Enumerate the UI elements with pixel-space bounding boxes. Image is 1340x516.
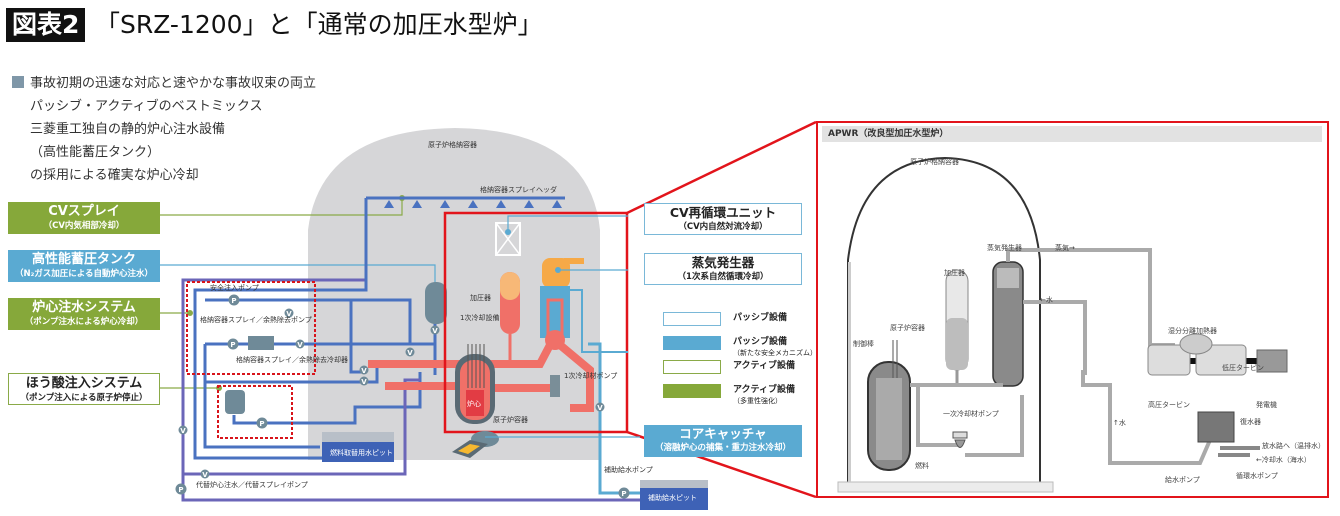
apwr-steam-label: 蒸気→ [1055, 243, 1075, 252]
summary-line: 事故初期の迅速な対応と速やかな事故収束の両立 [30, 76, 317, 91]
connector-cv-spray [160, 198, 403, 216]
primary-cooling-label: 1次冷却設備 [460, 313, 499, 322]
valve-icon [178, 425, 188, 435]
apwr-vessel-label: 原子炉容器 [890, 323, 925, 332]
summary-line: の採用による確実な炉心冷却 [30, 168, 199, 183]
svg-text:V: V [180, 427, 186, 435]
apwr-control-rod-label: 制御棒 [853, 339, 874, 348]
apwr-lp-turbine-label: 低圧タービン [1222, 363, 1264, 372]
valve-icon [359, 365, 369, 375]
pump-icon [256, 417, 268, 429]
safety-injection-pump-label: 安全注入ポンプ [210, 283, 259, 292]
pump-icon [618, 487, 630, 499]
apwr-labels: 原子炉格納容器 蒸気発生器 蒸気→ ←水 加圧器 原子炉容器 制御棒 一次冷却材… [853, 157, 1325, 484]
apwr-pressurizer-label: 加圧器 [944, 268, 965, 277]
pump-icon [175, 483, 187, 495]
containment-shape [308, 128, 600, 460]
apwr-generator-label: 発電機 [1256, 400, 1277, 409]
aux-feed-pump-label: 補助給水ポンプ [604, 465, 653, 474]
svg-text:V: V [407, 349, 413, 357]
summary-text: 事故初期の迅速な対応と速やかな事故収束の両立 パッシブ・アクティブのベストミック… [12, 72, 316, 187]
summary-line: （高性能蓄圧タンク） [30, 145, 161, 160]
apwr-containment-label: 原子炉格納容器 [910, 157, 959, 166]
connector-accumulator [160, 264, 436, 290]
apwr-sg-label: 蒸気発生器 [987, 243, 1022, 252]
primary-pump-label: 1次冷却材ポンプ [564, 371, 617, 380]
pressurizer-label: 加圧器 [470, 293, 491, 302]
callout-core-catcher: コアキャッチャ （溶融炉心の捕集・重力注水冷却） [644, 425, 802, 457]
svg-text:V: V [597, 404, 603, 412]
apwr-water-label: ←水 [1040, 295, 1053, 304]
spray-nozzles [384, 200, 562, 208]
valve-icon [284, 308, 294, 318]
apwr-water-up-label: ↑水 [1113, 418, 1126, 427]
svg-text:V: V [202, 471, 208, 479]
svg-text:V: V [297, 341, 303, 349]
accumulator-tank [425, 282, 447, 324]
apwr-header: APWR（改良型加圧水型炉） [822, 126, 1322, 142]
svg-text:V: V [361, 378, 367, 386]
legend-swatch [663, 336, 721, 350]
svg-text:P: P [231, 297, 236, 305]
svg-text:V: V [432, 327, 438, 335]
apwr-outlet-label: 放水路へ（温排水） [1262, 441, 1325, 450]
valve-icon [359, 376, 369, 386]
apwr-primary-pump-label: 一次冷却材ポンプ [943, 409, 999, 418]
callout-core-injection: 炉心注水システム （ポンプ注水による炉心冷却） [8, 298, 160, 330]
core-label: 炉心 [467, 399, 481, 408]
summary-line: 三菱重工独自の静的炉心注水設備 [30, 122, 226, 137]
valve-icon [295, 339, 305, 349]
callout-accumulator-tank: 高性能蓄圧タンク （N₂ガス加圧による自動炉心注水） [8, 250, 160, 282]
valve-icon [200, 469, 210, 479]
figure-title: 「SRZ-1200」と「通常の加圧水型炉」 [95, 10, 543, 39]
pump-icon [227, 338, 239, 350]
svg-text:P: P [178, 486, 183, 494]
bullet-square-icon [12, 76, 24, 88]
svg-text:P: P [259, 420, 264, 428]
apwr-cooling-water-label: ←冷却水（海水） [1256, 455, 1311, 464]
figure-number-badge: 図表2 [6, 8, 86, 42]
apwr-feed-pump-label: 給水ポンプ [1165, 475, 1200, 484]
svg-text:V: V [286, 310, 292, 318]
callout-steam-generator: 蒸気発生器 （1次系自然循環冷却） [644, 253, 802, 285]
valve-icon [595, 402, 605, 412]
valve-icon [430, 325, 440, 335]
aux-feed-pit-label: 補助給水ピット [648, 493, 697, 502]
summary-line: パッシブ・アクティブのベストミックス [30, 99, 263, 114]
valve-icon [405, 347, 415, 357]
refueling-pit-label: 燃料取替用水ピット [330, 448, 393, 457]
reactor-vessel-label: 原子炉容器 [493, 415, 528, 424]
apwr-msr-label: 湿分分離加熱器 [1168, 326, 1217, 335]
cv-spray-cooler-label: 格納容器スプレイ／余熱除去冷却器 [236, 355, 348, 364]
legend-swatch [663, 360, 721, 374]
containment-label: 原子炉格納容器 [428, 140, 477, 149]
apwr-fuel-label: 燃料 [915, 461, 929, 470]
apwr-circ-pump-label: 循環水ポンプ [1236, 471, 1278, 480]
apwr-condenser-label: 復水器 [1240, 417, 1261, 426]
spray-header-label: 格納容器スプレイヘッダ [480, 185, 557, 194]
cv-spray-cooler [248, 336, 274, 350]
svg-text:P: P [230, 341, 235, 349]
callout-boric-acid: ほう酸注入システム （ポンプ注入による原子炉停止） [8, 373, 160, 405]
callout-cv-spray: CVスプレイ （CV内気相部冷却） [8, 202, 160, 234]
cv-spray-pump-label: 格納容器スプレイ／余熱除去ポンプ [200, 315, 312, 324]
pump-icon [228, 294, 240, 306]
legend-swatch [663, 312, 721, 326]
apwr-hp-turbine-label: 高圧タービン [1148, 400, 1190, 409]
alt-pump-label: 代替炉心注水／代替スプレイポンプ [196, 480, 308, 489]
legend-swatch [663, 384, 721, 398]
callout-cv-recirculation: CV再循環ユニット （CV内自然対流冷却） [644, 203, 802, 235]
svg-text:P: P [621, 490, 626, 498]
svg-text:V: V [361, 367, 367, 375]
boric-acid-tank [225, 390, 245, 414]
